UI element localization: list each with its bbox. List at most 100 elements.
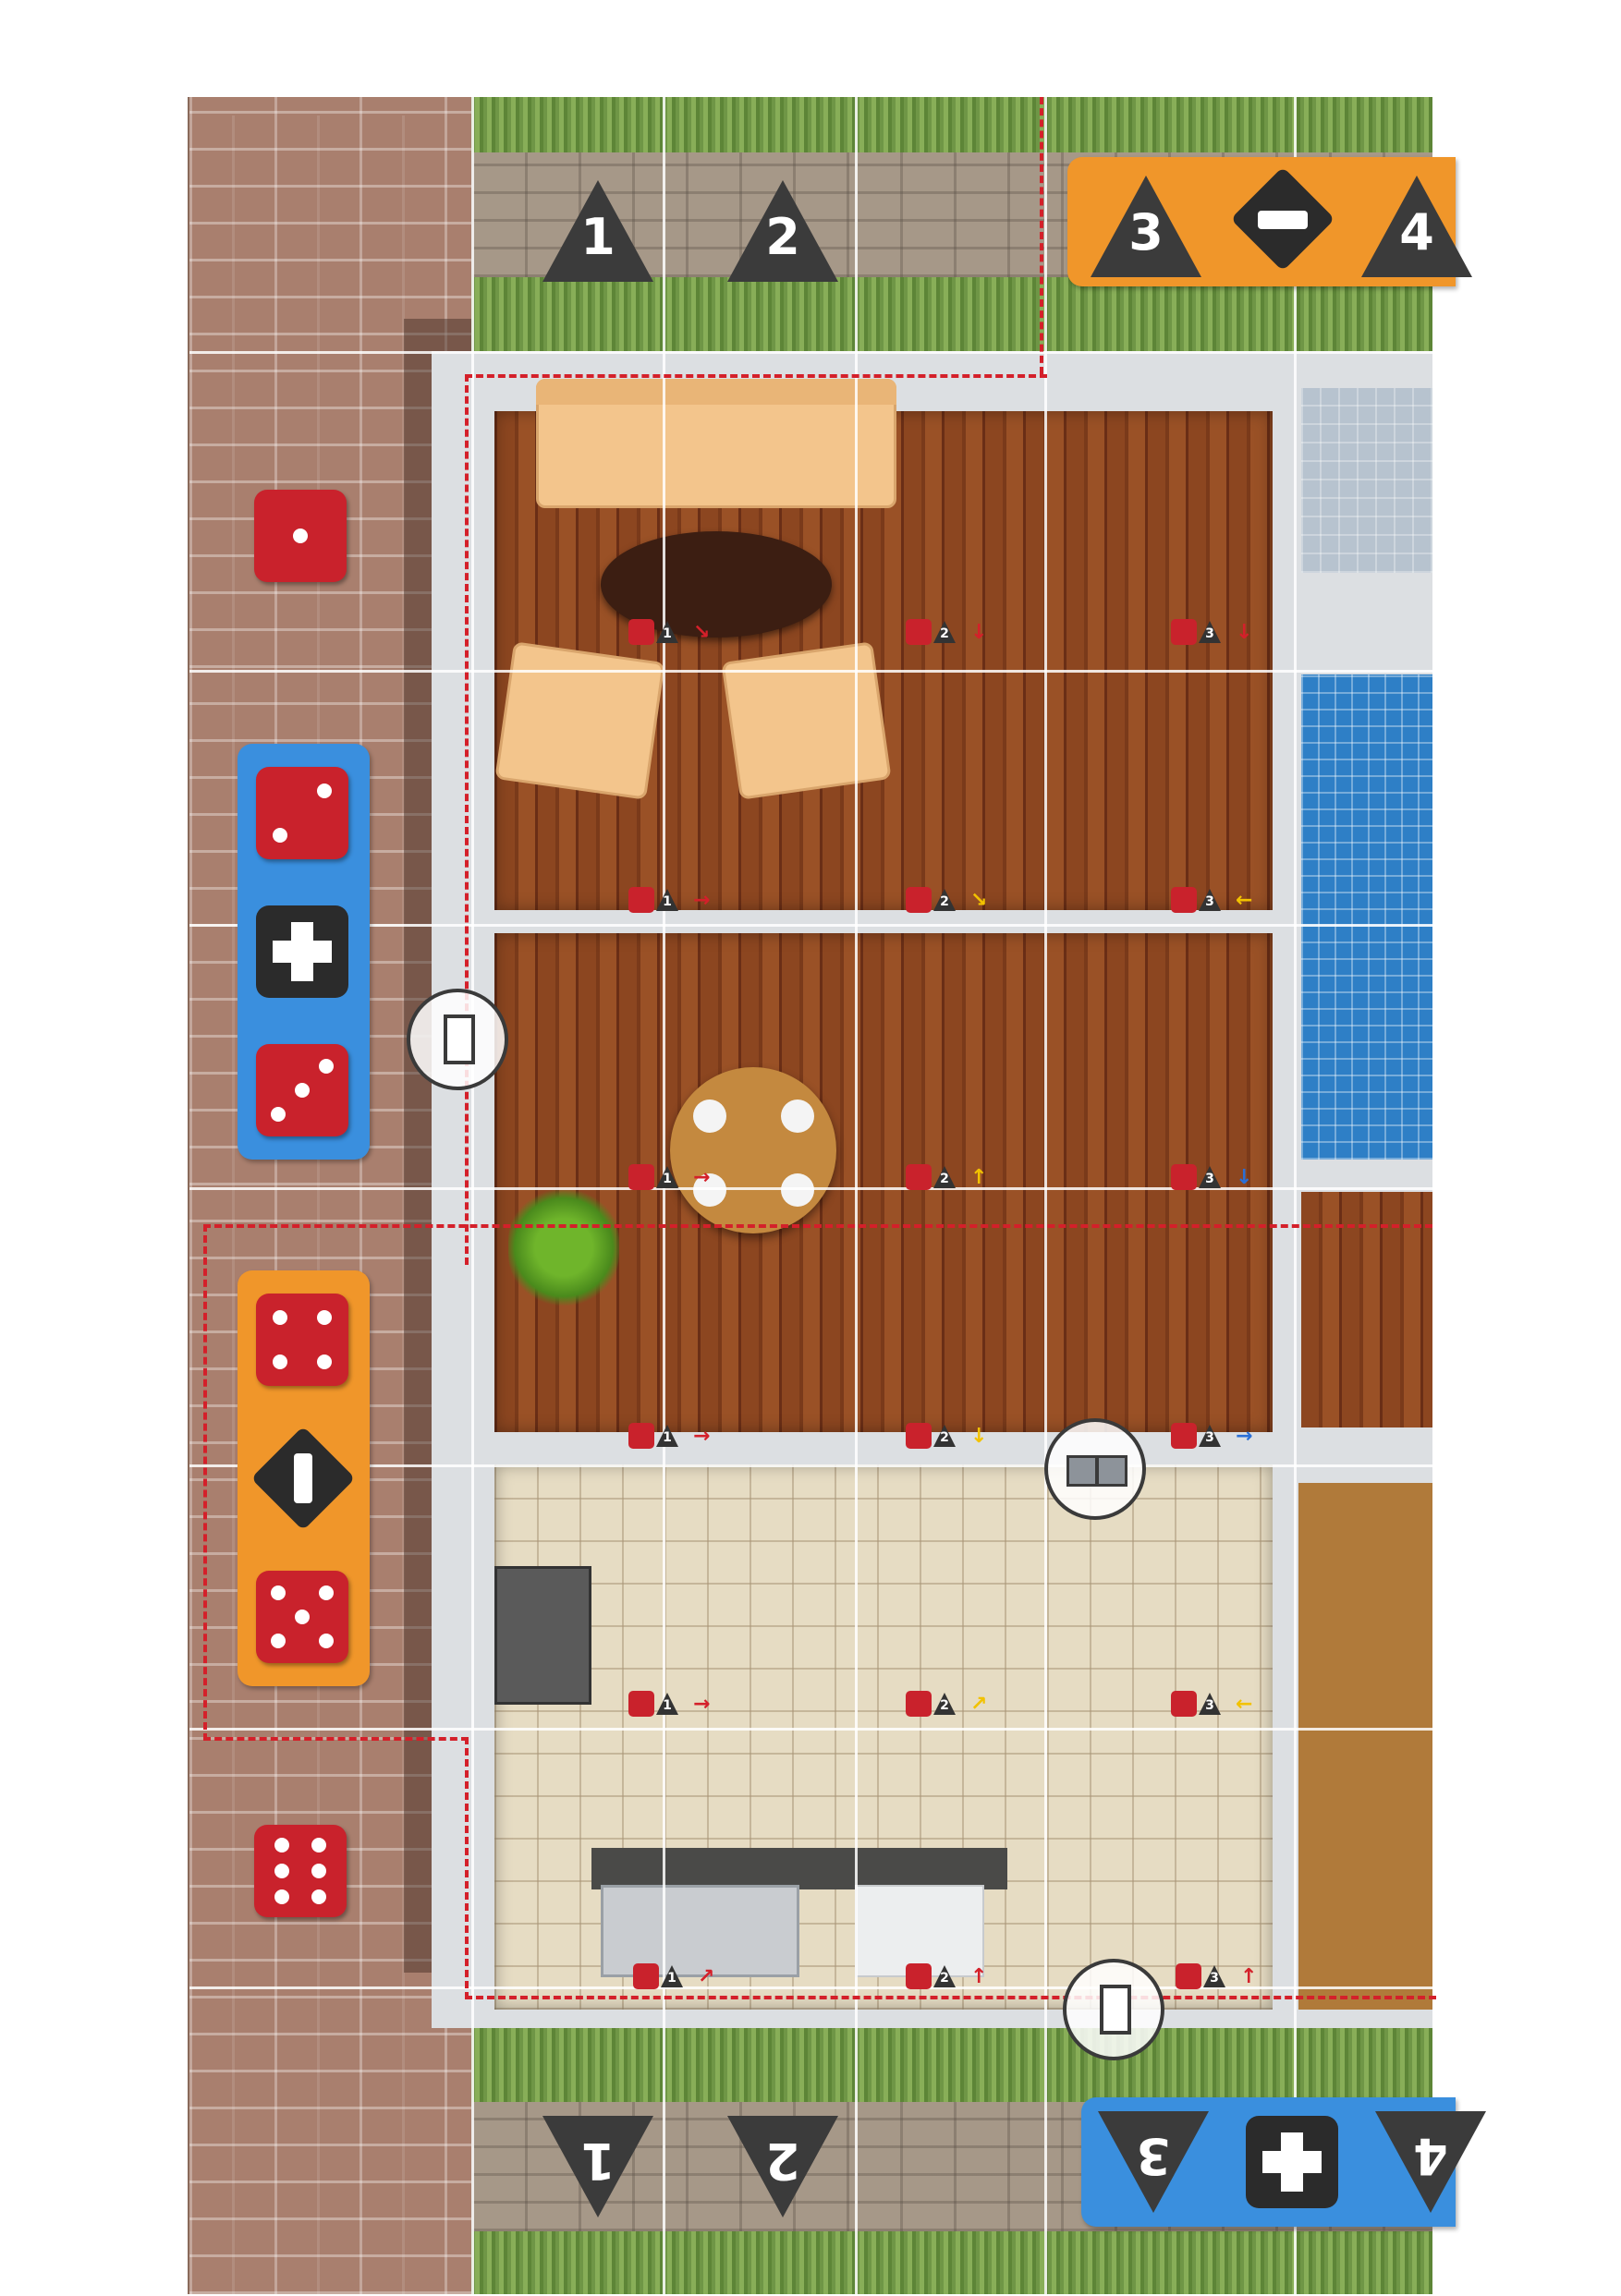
marker-triangle: [933, 889, 956, 911]
spawn-marker: 1 ↘: [628, 619, 710, 645]
wall-bath-divider: [1301, 573, 1432, 674]
zone-boundary-dining: [203, 1224, 1432, 1232]
marker-zone: 2: [940, 1698, 949, 1713]
spawn-marker: 2 ↗: [906, 1691, 987, 1717]
direction-arrow: ←: [1236, 889, 1253, 912]
direction-arrow: →: [1236, 1425, 1253, 1448]
grid-line: [471, 97, 474, 2294]
wall-living-dining: [494, 910, 998, 933]
grid-line: [189, 1464, 1432, 1467]
pip: [317, 1355, 332, 1369]
direction-arrow: ↓: [970, 1425, 988, 1448]
grid-line: [855, 97, 858, 2294]
sink: [601, 1885, 799, 1977]
bottom-zone-4: 4: [1375, 2111, 1486, 2213]
pip: [271, 1634, 286, 1648]
pip: [293, 528, 308, 543]
marker-zone: 1: [663, 1172, 672, 1186]
pip: [319, 1059, 334, 1074]
spawn-marker: 3 ←: [1171, 887, 1252, 913]
grid-line: [189, 924, 1432, 927]
marker-zone: 3: [1205, 1172, 1214, 1186]
bottom-grass-lower: [471, 2231, 1432, 2294]
sofa-back: [536, 379, 896, 405]
spawn-marker: 1 ↗: [633, 1963, 714, 1989]
marker-triangle: [933, 1965, 956, 1987]
die-one: [254, 490, 347, 582]
medical-cross-icon: [256, 905, 348, 998]
pip: [317, 1310, 332, 1325]
door-icon: [407, 989, 508, 1090]
brick-pattern: [189, 115, 471, 2296]
zone-triangle: [1091, 176, 1201, 277]
spawn-marker: 1 →: [628, 1423, 710, 1449]
die-four: [256, 1294, 348, 1386]
marker-die: [906, 1423, 932, 1449]
grid-line: [189, 351, 1432, 354]
direction-arrow: ↑: [970, 1166, 988, 1189]
door-icon: [1063, 1959, 1164, 2060]
direction-arrow: →: [693, 1425, 711, 1448]
marker-die: [1171, 1164, 1197, 1190]
pip: [319, 1585, 334, 1600]
marker-triangle: [656, 1693, 678, 1715]
spawn-marker: 1 →: [628, 887, 710, 913]
game-board: 1 2 3 4 1 2 3: [189, 97, 1486, 2296]
direction-arrow: ↘: [693, 621, 711, 644]
marker-zone: 1: [663, 1430, 672, 1445]
crate: [1066, 1455, 1098, 1487]
marker-zone: 2: [940, 1172, 949, 1186]
zone-number: 3: [1128, 203, 1164, 261]
zone-number: 1: [580, 2132, 615, 2190]
marker-triangle: [933, 621, 956, 643]
pip: [295, 1610, 310, 1624]
ambulance-icon: [250, 1426, 356, 1531]
bottom-zone-3: 3: [1098, 2111, 1209, 2213]
marker-die: [628, 1164, 654, 1190]
board-edge: [188, 97, 189, 2294]
pip: [271, 1107, 286, 1122]
top-grass: [471, 97, 1432, 152]
zone-number: 2: [765, 208, 800, 266]
spawn-marker: 3 →: [1171, 1423, 1252, 1449]
dining-table: [670, 1067, 836, 1233]
top-zone-3: 3: [1091, 176, 1201, 277]
marker-zone: 2: [940, 894, 949, 909]
spawn-marker: 3 ↓: [1171, 619, 1252, 645]
spawn-marker: 3 ←: [1171, 1691, 1252, 1717]
marker-triangle: [1199, 889, 1221, 911]
direction-arrow: ↓: [1236, 1166, 1253, 1189]
pip: [311, 1838, 326, 1853]
marker-zone: 3: [1210, 1971, 1219, 1986]
grid-line: [189, 1187, 1432, 1190]
pip: [273, 1310, 287, 1325]
die-three: [256, 1044, 348, 1136]
pip: [319, 1634, 334, 1648]
wall-right-vertical: [1273, 388, 1301, 1432]
brick-sidewalk: [189, 97, 471, 2294]
zone-number: 2: [765, 2132, 800, 2190]
grid-line: [189, 670, 1432, 673]
plate: [693, 1099, 726, 1133]
spawn-marker: 3 ↑: [1176, 1963, 1257, 1989]
marker-zone: 3: [1205, 1430, 1214, 1445]
grid-line: [189, 1728, 1432, 1731]
spawn-marker: 2 ↑: [906, 1963, 987, 1989]
marker-die: [1171, 887, 1197, 913]
crate: [1096, 1455, 1127, 1487]
marker-triangle: [933, 1425, 956, 1447]
direction-arrow: →: [693, 1693, 711, 1716]
marker-triangle: [1199, 1166, 1221, 1188]
spawn-marker: 2 ↓: [906, 619, 987, 645]
marker-die: [906, 1691, 932, 1717]
crates-icon: [1044, 1418, 1146, 1520]
marker-die: [633, 1963, 659, 1989]
marker-die: [906, 887, 932, 913]
marker-zone: 3: [1205, 894, 1214, 909]
top-zone-4: 4: [1361, 176, 1472, 277]
direction-arrow: ↓: [1236, 621, 1253, 644]
plate: [781, 1099, 814, 1133]
top-zone-1: 1: [542, 180, 653, 282]
spawn-marker: 1 →: [628, 1164, 710, 1190]
zone-boundary-orange: [203, 1224, 469, 1741]
